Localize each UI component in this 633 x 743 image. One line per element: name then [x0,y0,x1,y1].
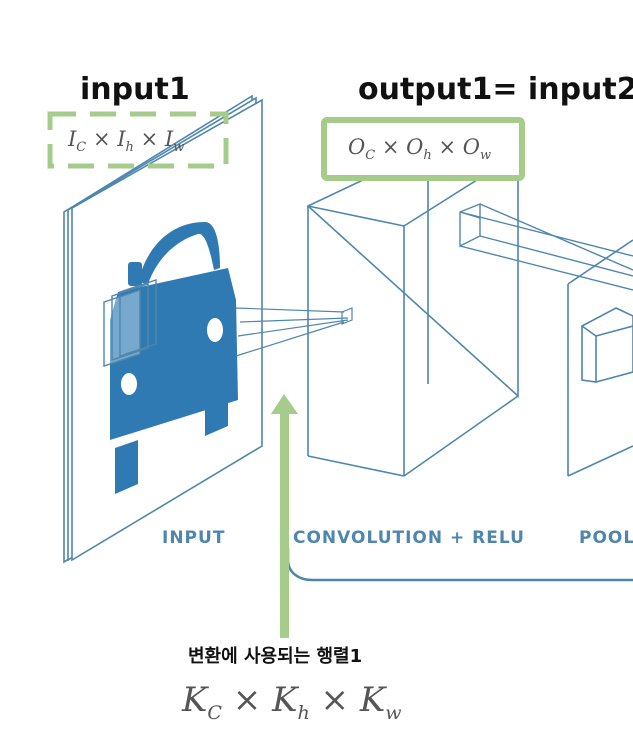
output-formula: OC × Oh × Ow [348,135,492,164]
car-icon [110,222,238,494]
stage-label-input: INPUT [162,528,226,548]
conv-volume [306,153,519,477]
input-heading: input1 [80,72,190,107]
input-dims-box [47,111,229,169]
receptive-field-box [103,279,157,367]
projection-lines-2 [459,202,633,291]
output-heading: output1= input2 [358,72,633,107]
kernel-formula: KC × Kh × Kw [182,680,402,724]
pool-volume [567,239,633,477]
bottom-bracket [286,548,633,582]
output-dims-box [321,117,525,181]
input-formula: IC × Ih × Iw [68,127,185,156]
stage-label-pool: POOL [579,528,633,548]
kernel-caption: 변환에 사용되는 행렬1 [188,646,363,667]
stage-label-conv: CONVOLUTION + RELU [293,528,525,548]
green-arrow [271,394,298,638]
projection-lines-1 [235,307,353,357]
